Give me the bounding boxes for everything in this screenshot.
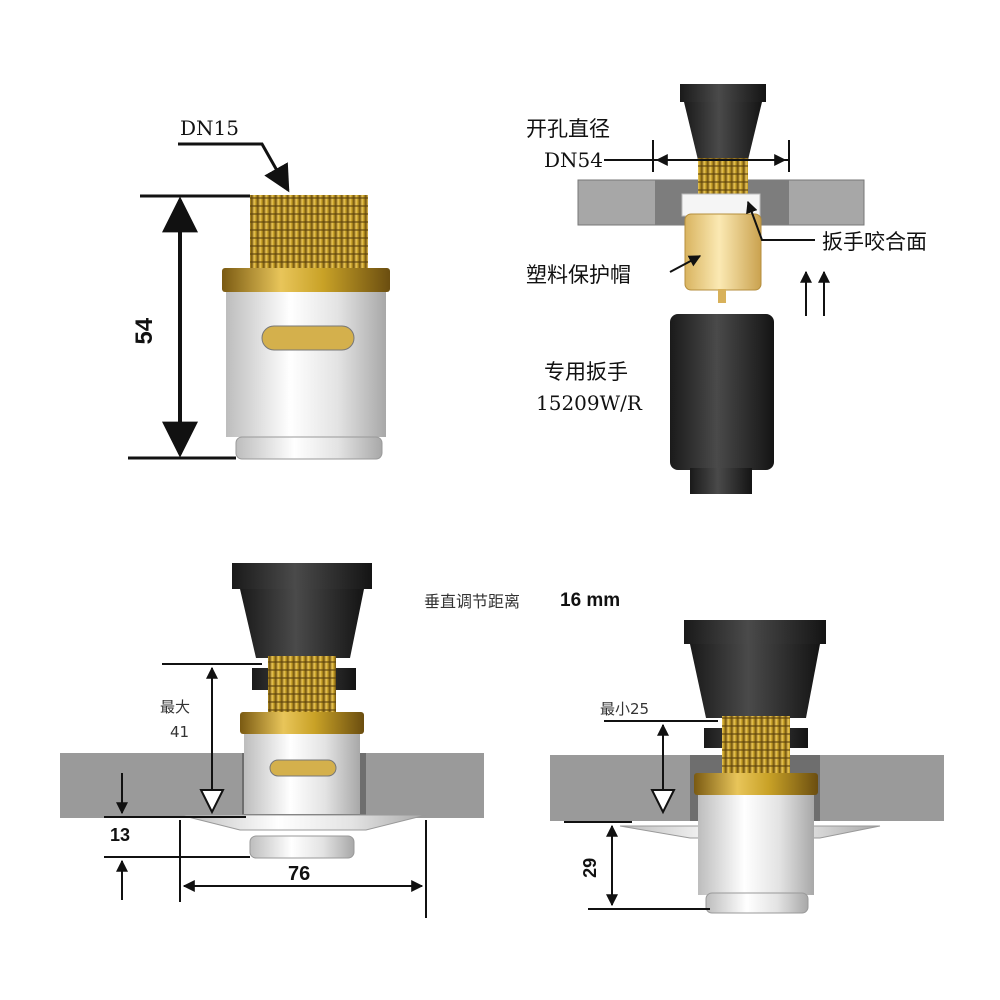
dimension-min25	[604, 720, 718, 815]
brass-thread	[250, 195, 368, 270]
hole-diameter-value: DN54	[544, 148, 603, 172]
min-label: 最小25	[600, 700, 650, 718]
wrench-title-label: 专用扳手	[544, 360, 628, 384]
leader-dn15	[178, 142, 290, 193]
hole-diameter-title: 开孔直径	[526, 117, 610, 141]
ceiling-13-label: 13	[110, 825, 131, 845]
thread-size-label: DN15	[180, 116, 239, 140]
leader-wrench-face	[746, 200, 815, 241]
vertical-adjust-label: 垂直调节距离	[424, 592, 521, 611]
width-76-label: 76	[288, 863, 311, 885]
sprinkler-side-view	[222, 195, 390, 460]
plastic-cap	[684, 213, 762, 303]
brass-hex-nut	[222, 268, 390, 292]
insert-arrows	[800, 270, 830, 316]
special-wrench	[670, 314, 774, 494]
vertical-adjust-value: 16 mm	[560, 590, 621, 611]
dimension-54	[128, 194, 250, 460]
body-slot	[261, 325, 355, 351]
deflector-cap	[235, 436, 383, 460]
dimension-29	[564, 821, 710, 910]
wrench-model-label: 15209W/R	[536, 391, 642, 415]
dimension-max41	[162, 663, 262, 815]
wrench-face-label: 扳手咬合面	[822, 230, 927, 254]
chrome-body	[226, 292, 386, 437]
max-label: 最大	[160, 698, 191, 716]
leader-plastic-cap	[669, 255, 702, 273]
wrench-top	[680, 84, 766, 160]
height-29-label: 29	[580, 857, 601, 878]
dimension-76	[179, 820, 427, 918]
dimension-13	[104, 773, 250, 900]
dimension-dn54	[604, 140, 790, 172]
sprinkler-bottom-right	[619, 716, 881, 914]
plastic-cap-label: 塑料保护帽	[526, 263, 631, 287]
sprinkler-bottom-left	[179, 656, 427, 859]
height-54-label: 54	[131, 317, 159, 345]
max-value: 41	[170, 723, 190, 741]
